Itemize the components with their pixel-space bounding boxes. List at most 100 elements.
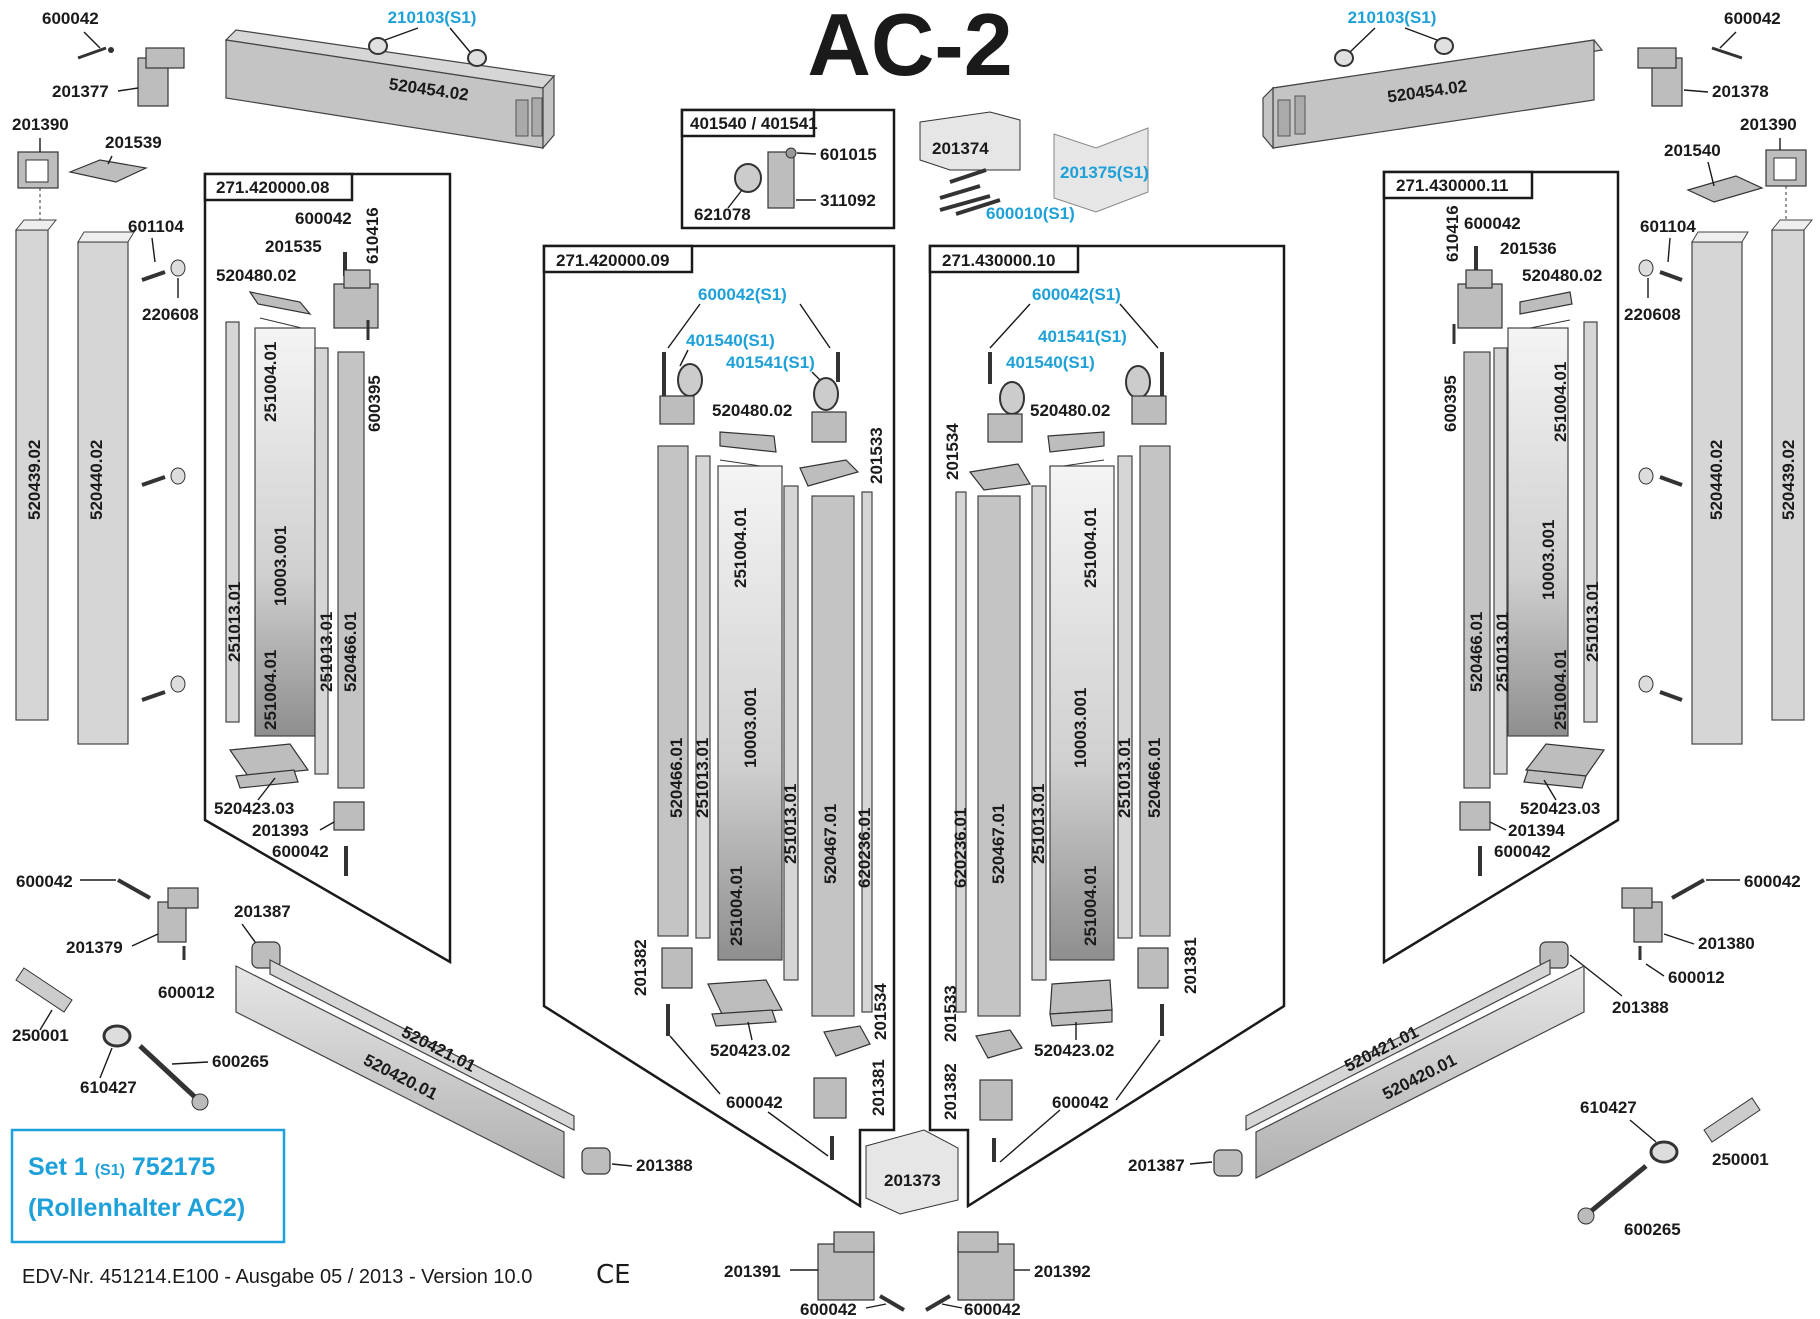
- label-520466-mid-left: 520466.01: [667, 738, 686, 818]
- label-520439-left: 520439.02: [25, 440, 44, 520]
- label-251013-d1a: 251013.01: [225, 582, 244, 662]
- bottom-guide-520423-right-icon: [1523, 743, 1606, 789]
- washer-610427-right-icon: [1649, 1140, 1679, 1164]
- label-10003-mid-right: 10003.001: [1071, 688, 1090, 768]
- label-201387-right: 201387: [1128, 1156, 1185, 1175]
- label-201388-left: 201388: [636, 1156, 693, 1175]
- label-250001-left: 250001: [12, 1026, 69, 1045]
- label-401540s1-mid-left: 401540(S1): [686, 331, 775, 350]
- label-201381-mid-left: 201381: [869, 1059, 888, 1116]
- box-title-door-left: 271.420000.08: [216, 178, 329, 197]
- screw-icon: [77, 46, 114, 60]
- set-number: 752175: [132, 1153, 216, 1181]
- box-title-door-mid-left: 271.420000.09: [556, 251, 669, 270]
- label-10003-d4: 10003.001: [1539, 520, 1558, 600]
- seal-520480-mid-left-icon: [719, 431, 777, 453]
- label-401540s1-mid-right: 401540(S1): [1006, 353, 1095, 372]
- label-600042-bottom-right: 600042: [1744, 872, 1801, 891]
- label-520440-left: 520440.02: [87, 440, 106, 520]
- set-box: [10, 1128, 286, 1244]
- label-250001-right: 250001: [1712, 1150, 1769, 1169]
- label-201374: 201374: [932, 139, 989, 158]
- label-600042-d1b: 600042: [272, 842, 329, 861]
- bracket-201391-icon: [817, 1231, 875, 1301]
- door-box-mid-right: [928, 244, 1286, 1209]
- label-251004-d1a: 251004.01: [261, 342, 280, 422]
- door-box-left: [203, 172, 452, 965]
- label-600012-right: 600012: [1668, 968, 1725, 987]
- label-610416-d1: 610416: [363, 207, 382, 264]
- label-220608-right: 220608: [1624, 305, 1681, 324]
- box-title-door-right: 271.430000.11: [1396, 176, 1509, 195]
- label-520466-d4: 520466.01: [1467, 612, 1486, 692]
- screw-600265-right-icon: [1577, 1207, 1595, 1225]
- bracket-201392-icon: [957, 1231, 1015, 1301]
- label-311092: 311092: [820, 191, 876, 210]
- label-201382-mid-left: 201382: [631, 939, 650, 996]
- label-201391: 201391: [724, 1262, 781, 1281]
- cap-201539-icon: [67, 159, 148, 183]
- label-520423-mid-right: 520423.02: [1034, 1041, 1114, 1060]
- label-201535: 201535: [265, 237, 322, 256]
- bottom-rail-left: [235, 959, 575, 1179]
- label-600042-mid-left: 600042: [726, 1093, 783, 1112]
- label-600012-left: 600012: [158, 983, 215, 1002]
- label-201539: 201539: [105, 133, 162, 152]
- bottom-guide-mid-right-icon: [1049, 979, 1113, 1027]
- label-201390-right: 201390: [1740, 115, 1797, 134]
- label-251013-mid-left-b: 251013.01: [781, 784, 800, 864]
- label-251004-mid-left-a: 251004.01: [731, 508, 750, 588]
- label-251013-mid-right-a: 251013.01: [1029, 784, 1048, 864]
- label-600042s1-mid-left: 600042(S1): [698, 285, 787, 304]
- box-title-door-mid-right: 271.430000.10: [942, 251, 1055, 270]
- label-10003-mid-left: 10003.001: [741, 688, 760, 768]
- door-mid-left-panel: [657, 445, 873, 1017]
- label-201533-mid-left: 201533: [867, 427, 886, 484]
- seal-520480-d4-icon: [1519, 291, 1573, 315]
- label-201536: 201536: [1500, 239, 1557, 258]
- roller-201394-icon: [1459, 801, 1491, 831]
- label-520439-right: 520439.02: [1779, 440, 1798, 520]
- bracket-201377-icon: [137, 47, 185, 107]
- wall-profile-left: [14, 219, 135, 745]
- label-610416-d4: 610416: [1443, 205, 1462, 262]
- label-201540: 201540: [1664, 141, 1721, 160]
- corner-cap-201375-icon: [1053, 127, 1149, 213]
- door-left-panel: [225, 321, 365, 789]
- label-201379: 201379: [66, 938, 123, 957]
- label-201378: 201378: [1712, 82, 1769, 101]
- bracket-201380-icon: [1621, 887, 1663, 943]
- screw-600265-icon: [191, 1093, 209, 1111]
- label-601104-left: 601104: [128, 217, 184, 236]
- label-251013-mid-right-b: 251013.01: [1115, 738, 1134, 818]
- bracket-201533-icon: [799, 459, 860, 487]
- label-201381-mid-right: 201381: [1181, 937, 1200, 994]
- label-600265-right: 600265: [1624, 1220, 1681, 1239]
- label-201394: 201394: [1508, 821, 1565, 840]
- wall-profile-right: [1691, 219, 1814, 745]
- label-621078: 621078: [694, 205, 751, 224]
- label-201382-mid-right: 201382: [941, 1063, 960, 1120]
- label-520440-right: 520440.02: [1707, 440, 1726, 520]
- label-201533-mid-right: 201533: [941, 985, 960, 1042]
- label-600042-top-right: 600042: [1724, 9, 1781, 28]
- bottom-rail-right: [1245, 959, 1585, 1179]
- label-600042-mid-right: 600042: [1052, 1093, 1109, 1112]
- bracket-201381-mid-right-icon: [1137, 947, 1169, 989]
- label-201375: 201375(S1): [1060, 163, 1149, 182]
- label-201377: 201377: [52, 82, 109, 101]
- label-520480-mid-left: 520480.02: [712, 401, 792, 420]
- corner-cap-201374-icon: [919, 111, 1021, 171]
- label-251013-d4a: 251013.01: [1493, 612, 1512, 692]
- label-401541s1-mid-left: 401541(S1): [726, 353, 815, 372]
- label-251004-d4a: 251004.01: [1551, 362, 1570, 442]
- set-s1: (S1): [95, 1162, 125, 1179]
- label-600042-d4b: 600042: [1494, 842, 1551, 861]
- label-520466-d1: 520466.01: [341, 612, 360, 692]
- label-610427-right: 610427: [1580, 1098, 1637, 1117]
- bracket-201382-icon: [661, 947, 693, 989]
- endcap-201388-icon: [581, 1147, 611, 1175]
- box-title-401540: 401540 / 401541: [690, 114, 818, 133]
- set-box-line2: (Rollenhalter AC2): [28, 1194, 245, 1222]
- washer-610427-icon: [102, 1024, 132, 1048]
